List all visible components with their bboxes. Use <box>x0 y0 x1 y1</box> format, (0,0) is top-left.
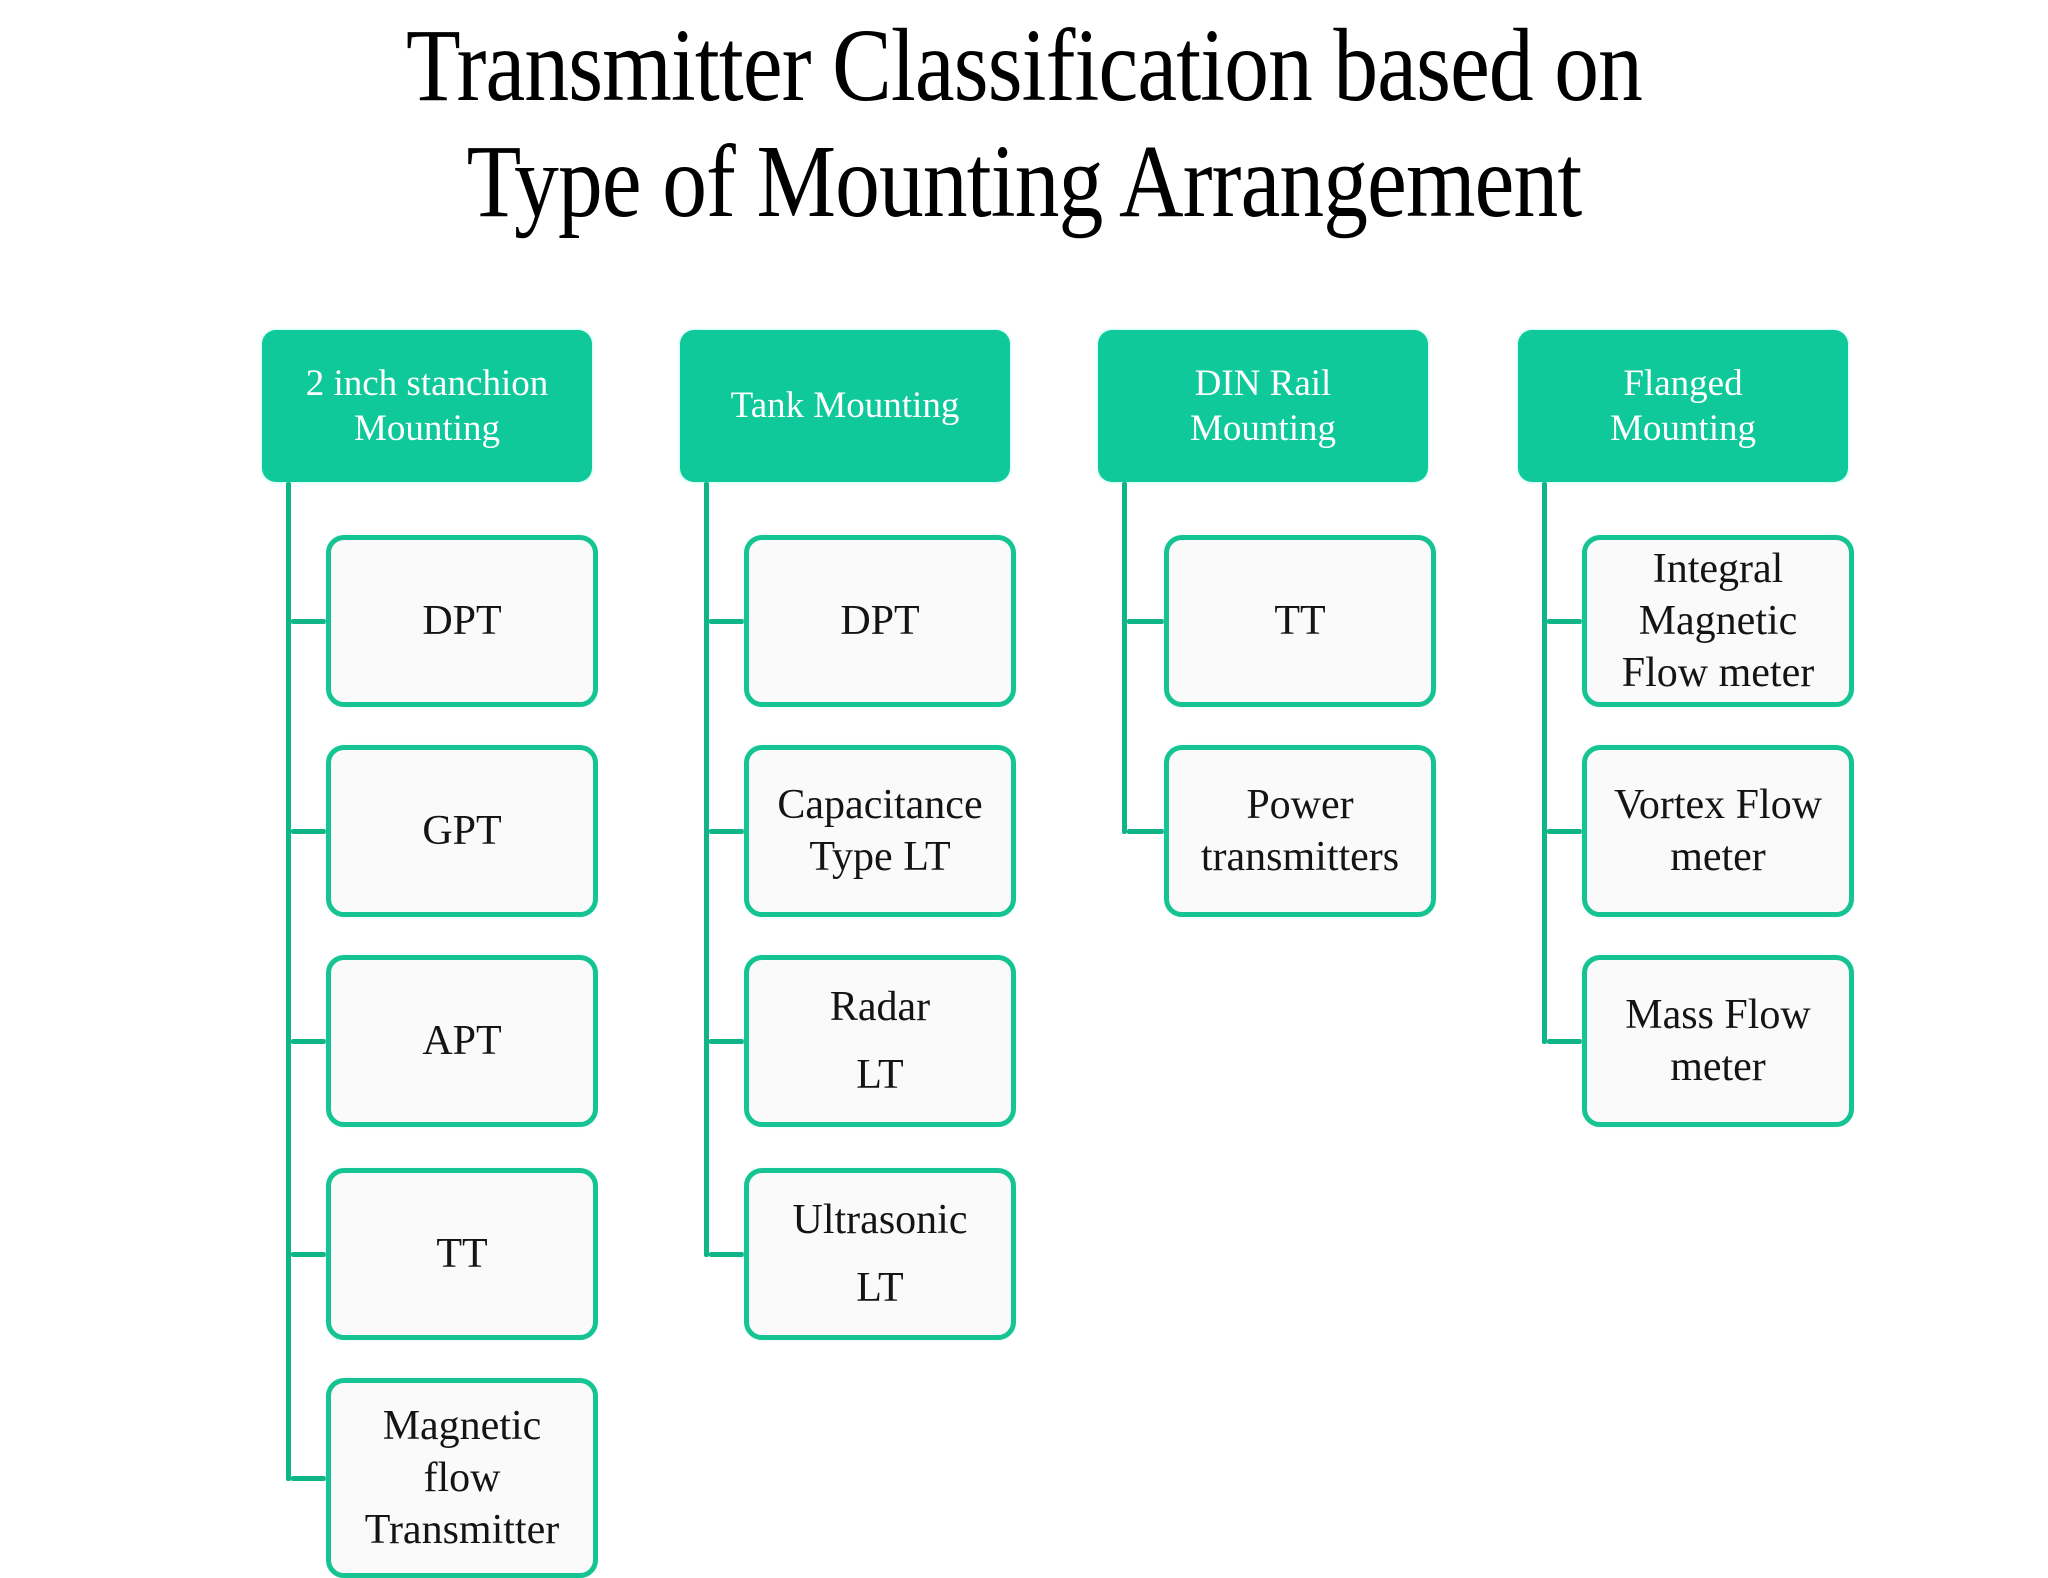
connector-stub-stanchion-4 <box>291 1476 326 1481</box>
node-label: GPT <box>422 805 501 857</box>
node-label-line: Integral <box>1652 545 1784 592</box>
node-label-line: meter <box>1670 834 1766 880</box>
node-label-line: LT <box>856 1265 904 1311</box>
node-label-line: transmitters <box>1200 834 1400 880</box>
node-label: DPT <box>840 595 919 647</box>
header-box-tank[interactable]: Tank Mounting <box>680 330 1010 482</box>
node-label-line: DPT <box>422 597 502 644</box>
node-label: APT <box>422 1015 501 1067</box>
page-title: Transmitter Classification based on Type… <box>143 8 1904 241</box>
connector-stub-stanchion-2 <box>291 1039 326 1044</box>
header-label-line: Mounting <box>1190 408 1336 449</box>
node-box-din-rail-0[interactable]: TT <box>1164 535 1436 707</box>
node-label-line: flow <box>423 1454 501 1501</box>
connector-trunk-din-rail <box>1122 482 1127 834</box>
connector-trunk-tank <box>704 482 709 1257</box>
node-label-line: meter <box>1670 1044 1766 1090</box>
header-label-line: Mounting <box>354 408 500 449</box>
connector-stub-stanchion-0 <box>291 619 326 624</box>
node-label-line: APT <box>422 1017 502 1064</box>
page-title-line-1: Transmitter Classification based on <box>405 8 1643 123</box>
node-label-line: TT <box>436 1230 488 1277</box>
header-label-line: Mounting <box>1610 408 1756 449</box>
connector-trunk-stanchion <box>286 482 291 1481</box>
node-label: TT <box>436 1228 487 1280</box>
node-box-stanchion-0[interactable]: DPT <box>326 535 598 707</box>
connector-stub-flanged-2 <box>1547 1039 1582 1044</box>
node-label: TT <box>1274 595 1325 647</box>
node-box-flanged-2[interactable]: Mass Flow meter <box>1582 955 1854 1127</box>
node-box-stanchion-2[interactable]: APT <box>326 955 598 1127</box>
node-label-line: Type LT <box>809 834 951 880</box>
connector-stub-tank-2 <box>709 1039 744 1044</box>
node-label: Mass Flow meter <box>1625 989 1811 1093</box>
node-box-stanchion-3[interactable]: TT <box>326 1168 598 1340</box>
node-label-line: GPT <box>422 807 502 854</box>
node-box-flanged-1[interactable]: Vortex Flow meter <box>1582 745 1854 917</box>
connector-stub-tank-1 <box>709 829 744 834</box>
connector-stub-flanged-1 <box>1547 829 1582 834</box>
node-label-line: DPT <box>840 597 920 644</box>
slide-canvas: Transmitter Classification based on Type… <box>143 8 1904 1578</box>
node-label: Vortex Flow meter <box>1614 779 1822 883</box>
node-label-line: Transmitter <box>364 1507 560 1554</box>
header-label-line: Flanged <box>1623 362 1743 404</box>
node-label-line: Power <box>1246 781 1354 828</box>
node-box-din-rail-1[interactable]: Power transmitters <box>1164 745 1436 917</box>
node-box-stanchion-1[interactable]: GPT <box>326 745 598 917</box>
connector-stub-stanchion-3 <box>291 1252 326 1257</box>
node-label-line: Vortex Flow <box>1613 781 1823 828</box>
node-label-line: Flow meter <box>1621 650 1815 697</box>
header-label-line: DIN Rail <box>1194 362 1332 404</box>
connector-stub-din-rail-0 <box>1127 619 1164 624</box>
header-label-line: Tank Mounting <box>730 385 960 427</box>
node-label-line: TT <box>1274 597 1326 644</box>
node-label: Power transmitters <box>1201 779 1399 883</box>
connector-stub-tank-0 <box>709 619 744 624</box>
connector-trunk-flanged <box>1542 482 1547 1044</box>
header-label: Tank Mounting <box>731 383 960 428</box>
connector-stub-stanchion-1 <box>291 829 326 834</box>
node-label-line: Mass Flow <box>1625 991 1811 1038</box>
node-box-tank-0[interactable]: DPT <box>744 535 1016 707</box>
connector-stub-flanged-0 <box>1547 619 1582 624</box>
connector-stub-tank-3 <box>709 1252 744 1257</box>
node-label-line: LT <box>856 1052 904 1098</box>
node-label-line: Radar <box>829 983 931 1030</box>
node-label-line: Ultrasonic <box>792 1196 968 1243</box>
node-label-line: Magnetic <box>382 1402 542 1449</box>
header-label-line: 2 inch stanchion <box>305 362 549 404</box>
node-label: DPT <box>422 595 501 647</box>
node-label-line: Capacitance <box>777 781 983 828</box>
page-title-line-2: Type of Mounting Arrangement <box>466 124 1583 240</box>
node-label-line: Magnetic <box>1638 597 1798 644</box>
connector-stub-din-rail-1 <box>1127 829 1164 834</box>
